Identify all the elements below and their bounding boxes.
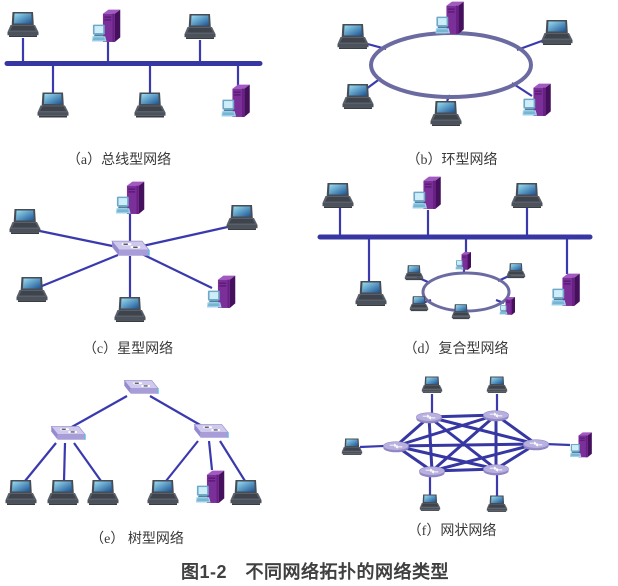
- laptop-icon: [355, 281, 387, 306]
- panel-d-hybrid-network: （d）复合型网络: [317, 176, 593, 357]
- bus-drop-lines: [21, 38, 240, 94]
- laptop-icon: [337, 24, 369, 49]
- server-tower-icon: [551, 273, 580, 306]
- laptop-icon: [486, 376, 508, 393]
- panel-e-tree-network: （e） 树型网络: [5, 379, 262, 547]
- laptop-icon: [404, 265, 424, 281]
- star-spoke-lines: [34, 214, 233, 298]
- laptop-icon: [87, 480, 119, 505]
- laptop-icon: [230, 480, 262, 505]
- panel-a-label: （a）总线型网络: [67, 152, 171, 168]
- laptop-icon: [9, 209, 41, 234]
- server-tower-icon: [570, 432, 592, 458]
- figure-caption: 图1-2 不同网络拓扑的网络类型: [181, 561, 449, 582]
- server-tower-icon: [92, 9, 121, 42]
- mesh-stub-lines: [359, 394, 571, 497]
- switch-icon: [123, 379, 159, 395]
- router-icon: [382, 441, 410, 453]
- ring-loop: [369, 31, 533, 99]
- laptop-icon: [541, 20, 573, 45]
- server-tower-icon: [435, 1, 464, 34]
- laptop-icon: [322, 183, 354, 208]
- panel-a-bus-network: （a）总线型网络: [4, 9, 263, 168]
- tree-branch-lines: [24, 395, 246, 482]
- laptop-icon: [47, 480, 79, 505]
- server-tower-icon: [221, 84, 250, 117]
- switch-icon: [193, 423, 229, 439]
- server-tower-icon: [499, 297, 515, 315]
- laptop-icon: [147, 480, 179, 505]
- laptop-icon: [511, 183, 543, 208]
- server-tower-icon: [116, 181, 145, 214]
- mesh-links: [394, 413, 538, 473]
- laptop-icon: [37, 92, 69, 118]
- router-icon: [482, 410, 510, 422]
- laptop-icon: [114, 297, 146, 322]
- server-tower-icon: [522, 83, 551, 116]
- panel-f-label: （f）网状网络: [408, 523, 497, 539]
- server-tower-icon: [207, 275, 236, 308]
- laptop-icon: [486, 495, 508, 512]
- laptop-icon: [419, 494, 441, 511]
- server-tower-icon: [455, 252, 471, 270]
- laptop-icon: [16, 277, 48, 302]
- router-icon: [482, 464, 510, 476]
- laptop-icon: [506, 263, 526, 279]
- laptop-icon: [7, 12, 39, 37]
- panel-c-label: （c）星型网络: [83, 341, 173, 357]
- panel-f-mesh-network: （f）网状网络: [341, 376, 592, 539]
- laptop-icon: [226, 205, 258, 230]
- panel-e-label: （e） 树型网络: [90, 531, 184, 547]
- router-icon: [415, 412, 443, 424]
- switch-icon: [50, 425, 86, 441]
- laptop-icon: [421, 376, 443, 393]
- laptop-icon: [134, 92, 166, 118]
- panel-d-label: （d）复合型网络: [404, 340, 509, 357]
- hybrid-drop-lines: [338, 208, 569, 282]
- panel-c-star-network: （c）星型网络: [9, 181, 258, 357]
- laptop-icon: [430, 101, 462, 126]
- router-icon: [522, 439, 550, 451]
- laptop-icon: [184, 14, 216, 39]
- laptop-icon: [341, 438, 363, 455]
- router-icon: [418, 466, 446, 478]
- switch-icon: [111, 240, 150, 257]
- server-tower-icon: [412, 176, 441, 209]
- panel-b-label: （b）环型网络: [407, 152, 498, 168]
- panel-b-ring-network: （b）环型网络: [337, 1, 573, 168]
- server-tower-icon: [196, 470, 225, 503]
- laptop-icon: [5, 480, 37, 505]
